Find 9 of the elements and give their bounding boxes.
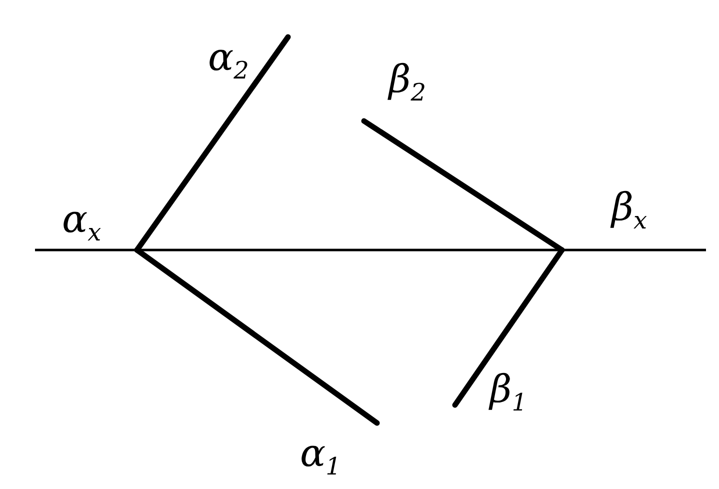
line-segment bbox=[361, 118, 565, 253]
line-segment bbox=[452, 247, 565, 408]
point-label: β$_{1}$ bbox=[490, 370, 527, 415]
point-label: β$_{x}$ bbox=[611, 188, 647, 233]
point-label: β$_{2}$ bbox=[388, 60, 426, 105]
point-label: α$_{1}$ bbox=[300, 434, 341, 479]
point-label: α$_{2}$ bbox=[208, 38, 249, 83]
point-label: α$_{x}$ bbox=[62, 200, 102, 245]
line-segment bbox=[134, 247, 380, 426]
